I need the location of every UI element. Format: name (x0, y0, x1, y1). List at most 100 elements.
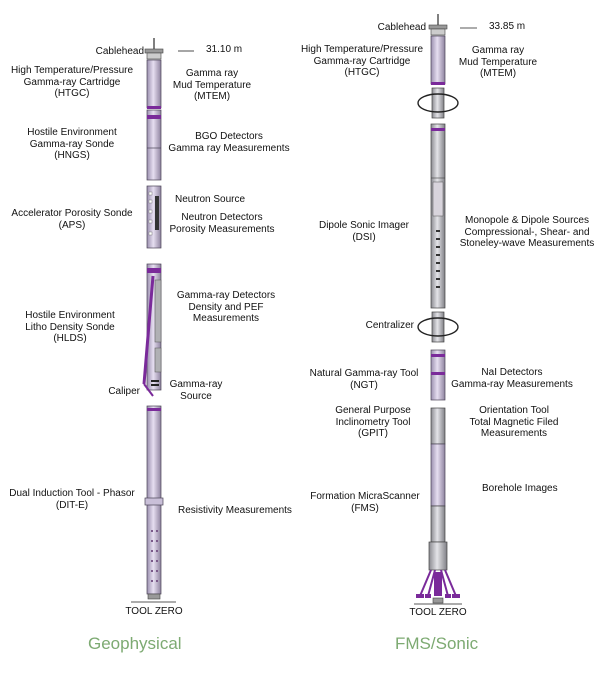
left-hngs-section (146, 109, 162, 181)
right-orient-line3: Measurements (480, 428, 548, 439)
left-aps-label: Accelerator Porosity Sonde (APS) (0, 208, 144, 231)
left-aps-line1: Accelerator Porosity Sonde (11, 208, 133, 219)
right-upper-centralizer (431, 87, 445, 119)
left-aps-line2: (APS) (58, 219, 86, 231)
right-centralizer-ring (417, 317, 459, 337)
right-gpit-label: General Purpose Inclinometry Tool (GPIT) (320, 405, 426, 440)
left-caliper-label: Caliper (108, 386, 140, 397)
left-bgo-line2: Gamma ray Measurements (168, 142, 290, 154)
right-htgc-label: High Temperature/Pressure Gamma-ray Cart… (296, 44, 428, 79)
left-resistivity-label: Resistivity Measurements (178, 505, 292, 516)
right-orientation-label: Orientation Tool Total Magnetic Filed Me… (454, 405, 574, 440)
right-ngt-label: Natural Gamma-ray Tool (NGT) (300, 368, 428, 391)
left-grd-line1: Gamma-ray Detectors (176, 290, 276, 301)
right-htgc-section (430, 35, 446, 85)
right-htgc-line1: High Temperature/Pressure (300, 44, 424, 55)
right-centralizer-label: Centralizer (365, 320, 414, 331)
right-tool-zero-label: TOOL ZERO (409, 607, 467, 618)
right-caption: FMS/Sonic (395, 634, 479, 653)
right-nai-line1: NaI Detectors (481, 367, 543, 378)
left-grd-line3: Measurements (192, 313, 260, 324)
right-centralizer (431, 311, 445, 343)
left-hlds-line2: Litho Density Sonde (25, 321, 115, 333)
right-htgc-line2: Gamma-ray Cartridge (313, 55, 411, 67)
right-depth-label: 33.85 m (489, 21, 526, 32)
left-htgc-section (146, 59, 162, 109)
left-hngs-band (147, 115, 161, 119)
right-mtem-label: Gamma ray Mud Temperature (MTEM) (448, 45, 548, 80)
right-fms-label: Formation MicraScanner (FMS) (302, 491, 428, 514)
left-neutron-detectors-label: Neutron Detectors Porosity Measurements (164, 212, 280, 235)
left-grd-line2: Density and PEF (188, 301, 264, 313)
right-monopole-label: Monopole & Dipole Sources Compressional-… (452, 215, 602, 250)
left-connector (147, 106, 161, 109)
right-gpit-line3: (GPIT) (358, 428, 388, 439)
right-fms-pads (416, 569, 460, 598)
left-htgc-line1: High Temperature/Pressure (10, 65, 134, 76)
left-htgc-label: High Temperature/Pressure Gamma-ray Cart… (0, 65, 144, 100)
right-orient-line1: Orientation Tool (479, 405, 549, 416)
left-cablehead-label: Cablehead (95, 46, 144, 57)
left-hngs-line1: Hostile Environment (27, 127, 117, 138)
left-mtem-line2: Mud Temperature (172, 79, 252, 91)
left-dit-line2: (DIT-E) (55, 499, 89, 511)
right-borehole-label: Borehole Images (482, 483, 558, 494)
left-caliper-arm (142, 275, 155, 385)
left-neutron-det-line2: Porosity Measurements (169, 223, 275, 235)
left-depth-label: 31.10 m (206, 44, 243, 55)
left-bgo-line1: BGO Detectors (195, 131, 263, 142)
left-aps-detector (155, 196, 159, 230)
left-grs-line2: Source (180, 390, 212, 402)
right-mono-line3: Stoneley-wave Measurements (459, 238, 595, 249)
left-tool-string (131, 38, 194, 603)
right-cablehead-label: Cablehead (377, 22, 426, 33)
left-gr-source-label: Gamma-ray Source (166, 379, 226, 402)
right-fms-line2: (FMS) (351, 502, 379, 514)
right-mono-line2: Compressional-, Shear- and (464, 226, 590, 238)
left-cablehead-icon (144, 38, 164, 60)
right-dsi-line1: Dipole Sonic Imager (318, 220, 410, 231)
right-bottom-nose (432, 597, 444, 604)
left-neutron-det-line1: Neutron Detectors (181, 212, 263, 223)
left-hlds-line1: Hostile Environment (25, 310, 115, 321)
right-mtem-line3: (MTEM) (479, 68, 517, 79)
right-cablehead-icon (428, 14, 448, 36)
left-dit-line1: Dual Induction Tool - Phasor (9, 488, 135, 499)
left-hngs-label: Hostile Environment Gamma-ray Sonde (HNG… (0, 127, 144, 162)
left-mtem-line3: (MTEM) (193, 91, 231, 102)
right-nai-label: NaI Detectors Gamma-ray Measurements (450, 367, 574, 390)
right-mtem-line2: Mud Temperature (458, 56, 538, 68)
right-gpit-section (430, 407, 446, 445)
left-density-pad (154, 279, 162, 343)
right-dsi-label: Dipole Sonic Imager (DSI) (300, 220, 428, 243)
right-gpit-line2: Inclinometry Tool (335, 416, 411, 428)
right-fms-electronics (430, 443, 446, 507)
left-dit-label: Dual Induction Tool - Phasor (DIT-E) (0, 488, 144, 511)
left-bgo-label: BGO Detectors Gamma ray Measurements (164, 131, 294, 154)
right-upper-centralizer-ring (417, 93, 459, 113)
right-gpit-line1: General Purpose (335, 405, 411, 416)
left-gr-detectors-label: Gamma-ray Detectors Density and PEF Meas… (164, 290, 288, 325)
right-dsi-line2: (DSI) (352, 231, 376, 243)
left-grs-line1: Gamma-ray (169, 379, 223, 390)
left-neutron-source-label: Neutron Source (175, 194, 246, 205)
right-fms-section (430, 505, 446, 543)
right-ngt-line2: (NGT) (350, 379, 378, 391)
left-source-marker (151, 380, 159, 386)
left-caption: Geophysical (88, 634, 182, 653)
left-bottom-nose (147, 593, 161, 600)
right-ngt-line1: Natural Gamma-ray Tool (309, 368, 419, 379)
right-mtem-line1: Gamma ray (471, 45, 525, 56)
right-mono-line1: Monopole & Dipole Sources (465, 215, 589, 226)
left-mtem-line1: Gamma ray (185, 68, 239, 79)
left-htgc-line2: Gamma-ray Cartridge (23, 76, 121, 88)
right-htgc-line3: (HTGC) (344, 67, 380, 78)
left-hngs-line3: (HNGS) (54, 150, 90, 161)
right-orient-line2: Total Magnetic Filed (469, 416, 559, 428)
right-tool-string (414, 14, 477, 605)
right-fms-line1: Formation MicraScanner (310, 491, 420, 502)
left-hlds-line3: (HLDS) (53, 333, 87, 344)
left-hngs-line2: Gamma-ray Sonde (29, 138, 115, 150)
right-nai-line2: Gamma-ray Measurements (451, 378, 573, 390)
